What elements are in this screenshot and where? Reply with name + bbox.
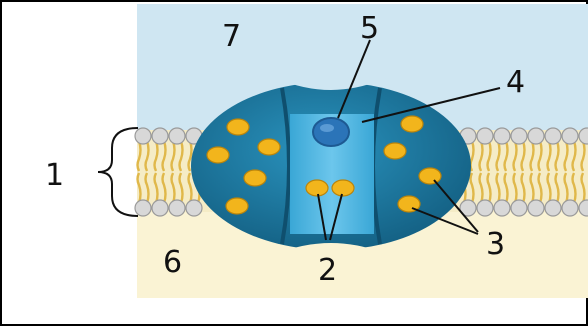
label-1: 1 <box>45 158 64 193</box>
label-7: 7 <box>222 19 241 54</box>
ion <box>401 116 423 132</box>
label-4: 4 <box>506 65 525 100</box>
ion <box>384 143 406 159</box>
lipid-head <box>477 128 493 144</box>
lipid-head <box>169 128 185 144</box>
ion <box>227 119 249 135</box>
ion <box>207 147 229 163</box>
label-6: 6 <box>163 245 182 280</box>
ion <box>332 180 354 196</box>
lipid-head <box>562 128 578 144</box>
lipid-head <box>494 200 510 216</box>
lipid-head <box>545 128 561 144</box>
lipid-head <box>186 200 202 216</box>
ion <box>226 198 248 214</box>
lipid-head <box>135 200 151 216</box>
lipid-head <box>511 200 527 216</box>
lipid-head <box>545 200 561 216</box>
ion <box>244 170 266 186</box>
lipid-head <box>528 128 544 144</box>
lipid-head <box>152 128 168 144</box>
lipid-head <box>528 200 544 216</box>
label-5: 5 <box>360 11 379 46</box>
lipid-head <box>562 200 578 216</box>
gate-site <box>313 118 349 146</box>
gate-site-highlight <box>320 124 334 132</box>
lipid-head <box>169 200 185 216</box>
ion <box>258 139 280 155</box>
lipid-head <box>152 200 168 216</box>
lipid-head <box>494 128 510 144</box>
lipid-head <box>511 128 527 144</box>
ion <box>419 168 441 184</box>
lipid-head <box>135 128 151 144</box>
label-3: 3 <box>486 227 505 262</box>
lipid-head <box>477 200 493 216</box>
ion <box>306 180 328 196</box>
label-2: 2 <box>318 253 337 288</box>
